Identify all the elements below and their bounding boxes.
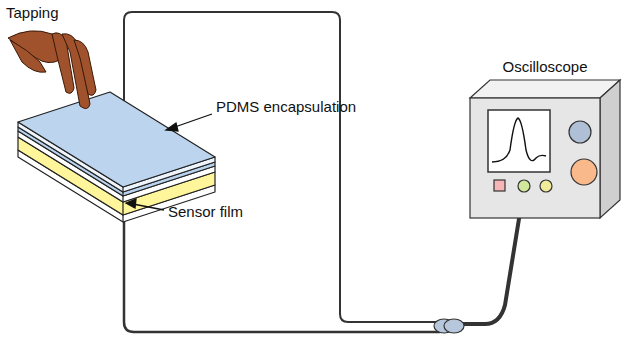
part-label: PDMS encapsulation bbox=[216, 98, 356, 115]
action-label: Tapping bbox=[6, 4, 59, 21]
oscilloscope-body bbox=[470, 80, 620, 218]
ground-wire bbox=[124, 212, 440, 332]
connector bbox=[434, 319, 464, 333]
part-label: Sensor film bbox=[168, 203, 243, 220]
leader-arrows bbox=[126, 114, 212, 210]
tapping-hand bbox=[8, 31, 96, 109]
device-heading: Oscilloscope bbox=[502, 58, 587, 75]
sensor-stack bbox=[18, 92, 215, 222]
oscilloscope-node: Oscilloscope bbox=[470, 58, 620, 218]
